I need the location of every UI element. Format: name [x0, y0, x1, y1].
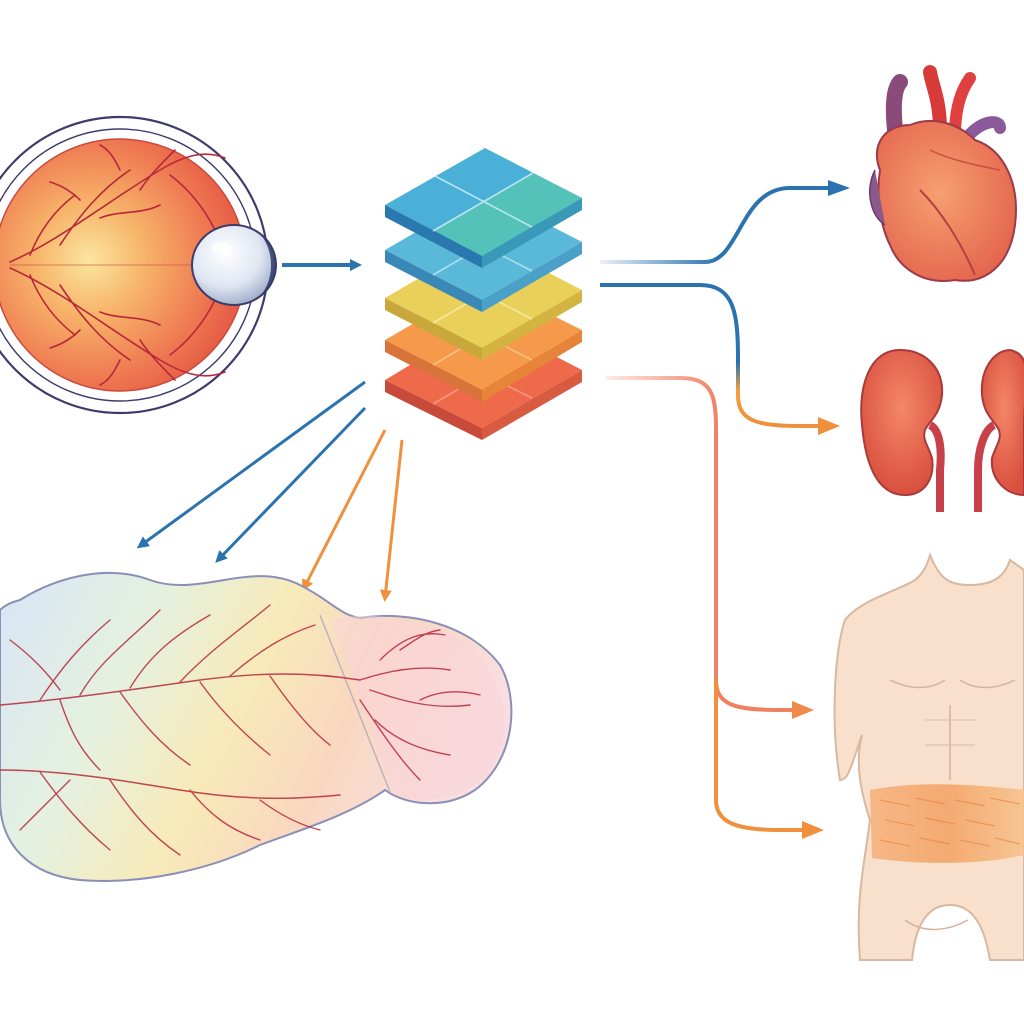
kidneys-arrowhead	[818, 417, 840, 435]
eye-retina-icon	[0, 115, 277, 415]
retina-vessels	[9, 144, 226, 386]
torso-arrowhead-lower	[802, 821, 824, 839]
model-to-map-arrow-3	[302, 429, 387, 592]
kidneys-icon	[860, 348, 1024, 512]
heart-icon	[869, 65, 1017, 282]
model-to-heart-line	[600, 186, 835, 264]
model-to-torso-line-upper	[606, 376, 795, 712]
vascular-map-icon	[0, 571, 513, 882]
model-to-torso-line-lower	[714, 680, 805, 832]
layer-top	[385, 148, 582, 268]
model-to-map-arrow-2	[215, 406, 367, 563]
model-to-map-arrow-1	[136, 380, 366, 549]
model-to-kidneys-line	[600, 283, 822, 428]
torso-icon	[833, 551, 1024, 961]
layered-stack-icon	[385, 148, 582, 440]
torso-arrowhead-upper	[792, 701, 814, 719]
map-vessels	[0, 604, 481, 856]
model-to-map-arrow-4	[379, 439, 404, 602]
belly-texture	[879, 797, 1021, 847]
heart-arrowhead	[828, 180, 850, 196]
